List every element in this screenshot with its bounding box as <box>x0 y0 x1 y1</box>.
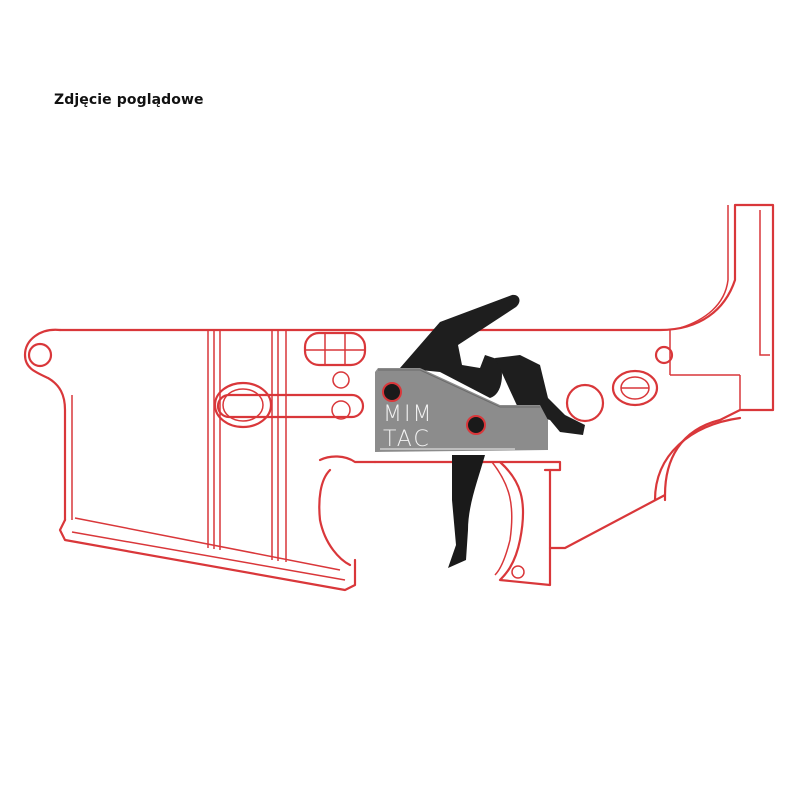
sear <box>495 355 585 435</box>
housing-pin <box>382 382 402 402</box>
trigger-blade <box>448 455 485 568</box>
trigger-assembly: MIM TAC <box>375 294 585 568</box>
brand-text-line2: TAC <box>383 427 431 452</box>
trigger-housing <box>375 368 548 452</box>
housing-pin <box>466 415 486 435</box>
image-caption: Zdjęcie poglądowe <box>54 92 204 108</box>
hammer <box>400 294 520 398</box>
brand-text-line1: MIM <box>383 402 433 427</box>
lower-receiver-outline <box>23 203 775 592</box>
